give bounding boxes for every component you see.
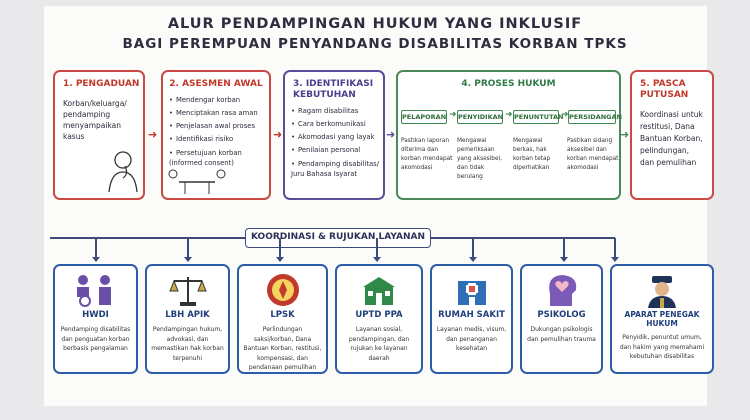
step-asesmen-awal: 2. ASESMEN AWAL Mendengar korban Mencipt…	[161, 70, 271, 200]
org-description: Perlindungan saksi/korban, Dana Bantuan …	[243, 326, 322, 371]
police-officer-icon	[612, 272, 712, 308]
step-text: Koordinasi untuk restitusi, Dana Bantuan…	[640, 110, 703, 167]
list-item: Ragam disabilitas	[291, 105, 383, 118]
phase-description: Pastikan laporan diterima dan korban men…	[401, 138, 453, 171]
org-name: UPTD PPA	[355, 310, 403, 320]
phase-pelaporan: PELAPORAN	[401, 110, 447, 124]
title-line-2: BAGI PEREMPUAN PENYANDANG DISABILITAS KO…	[122, 36, 628, 52]
arrow-right-icon: ➜	[148, 128, 158, 141]
phase-penuntutan: PENUNTUTAN	[513, 110, 563, 124]
step-text: Korban/keluarga/ pendamping menyampaikan…	[63, 99, 127, 141]
coordination-label: KOORDINASI & RUJUKAN LAYANAN	[245, 228, 431, 248]
step-title: 2. ASESMEN AWAL	[169, 79, 263, 89]
arrow-right-icon: ➜	[561, 110, 569, 120]
list-item: Penjelasan awal proses	[169, 120, 269, 133]
arrow-down-icon	[611, 238, 619, 262]
phase-penyidikan: PENYIDIKAN	[457, 110, 503, 124]
arrow-right-icon: ➜	[273, 128, 283, 141]
list-item: Pendamping disabilitas/ Juru Bahasa Isya…	[291, 159, 383, 179]
scales-icon	[147, 272, 228, 308]
org-rumah-sakit: RUMAH SAKIT Layanan medis, visum, dan pe…	[430, 264, 513, 374]
arrow-down-icon	[276, 238, 284, 262]
list-item: Persetujuan korban (informed consent)	[169, 148, 269, 168]
thinking-person-icon	[108, 151, 138, 192]
hospital-icon	[432, 272, 511, 308]
org-name: LPSK	[270, 310, 295, 320]
building-icon	[337, 272, 421, 308]
step-title: 1. PENGADUAN	[63, 79, 140, 89]
phase-description: Mengawal pemeriksaan yang aksesibel, dan…	[457, 138, 503, 180]
arrow-down-icon	[373, 238, 381, 262]
head-heart-icon	[522, 272, 601, 308]
wheelchair-people-icon	[55, 272, 136, 308]
arrow-right-icon: ➜	[449, 110, 457, 120]
step-pasca-putusan: 5. PASCA PUTUSAN Koordinasi untuk restit…	[630, 70, 714, 200]
arrow-right-icon: ➜	[386, 128, 396, 141]
list-item: Identifikasi risiko	[169, 133, 269, 146]
step-title: 5. PASCA PUTUSAN	[640, 79, 689, 100]
phase-description: Pastikan sidang aksesibel dan korban men…	[567, 138, 619, 171]
step-pengaduan: 1. PENGADUAN Korban/keluarga/ pendamping…	[53, 70, 145, 200]
org-description: Pendamping disabilitas dan penguatan kor…	[60, 326, 131, 352]
org-description: Layanan medis, visum, dan penanganan kes…	[436, 326, 507, 352]
list-item: Mendengar korban	[169, 94, 269, 107]
org-aparat-penegak-hukum: APARAT PENEGAK HUKUM Penyidik, penuntut …	[610, 264, 714, 374]
step-items: Mendengar korban Menciptakan rasa aman P…	[169, 94, 269, 168]
org-uptd-ppa: UPTD PPA Layanan sosial, pendampingan, d…	[335, 264, 423, 374]
step-proses-hukum: 4. PROSES HUKUM	[396, 70, 621, 200]
org-lpsk: LPSK Perlindungan saksi/korban, Dana Ban…	[237, 264, 328, 374]
phase-persidangan: PERSIDANGAN	[568, 110, 622, 124]
org-psikolog: PSIKOLOG Dukungan psikologis dan pemulih…	[520, 264, 603, 374]
org-description: Penyidik, penuntut umum, dan hakim yang …	[619, 334, 705, 360]
arrow-right-icon: ➜	[620, 128, 630, 141]
org-name: LBH APIK	[165, 310, 210, 320]
arrow-right-icon: ➜	[505, 110, 513, 120]
title-line-1: ALUR PENDAMPINGAN HUKUM YANG INKLUSIF	[167, 16, 583, 32]
list-item: Menciptakan rasa aman	[169, 107, 269, 120]
arrow-down-icon	[184, 238, 192, 262]
org-name: RUMAH SAKIT	[438, 310, 505, 320]
org-name: PSIKOLOG	[537, 310, 586, 320]
step-items: Ragam disabilitas Cara berkomunikasi Ako…	[291, 105, 383, 179]
arrow-down-icon	[560, 238, 568, 262]
lpsk-emblem-icon	[239, 272, 326, 308]
org-description: Layanan sosial, pendampingan, dan rujuka…	[348, 326, 410, 362]
phase-description: Mengawal berkas, hak korban tetap diperh…	[513, 138, 551, 171]
step-title: 4. PROSES HUKUM	[461, 79, 556, 89]
step-identifikasi-kebutuhan: 3. IDENTIFIKASI KEBUTUHAN Ragam disabili…	[283, 70, 385, 200]
org-name: APARAT PENEGAK HUKUM	[624, 310, 700, 328]
list-item: Penilaian personal	[291, 144, 383, 157]
step-title: 3. IDENTIFIKASI KEBUTUHAN	[293, 79, 374, 100]
org-name: HWDI	[82, 310, 109, 320]
consultation-table-icon	[168, 169, 226, 194]
org-description: Dukungan psikologis dan pemulihan trauma	[527, 326, 596, 343]
list-item: Cara berkomunikasi	[291, 118, 383, 131]
arrow-down-icon	[469, 238, 477, 262]
arrow-down-icon	[92, 238, 100, 262]
org-lbh-apik: LBH APIK Pendampingan hukum, advokasi, d…	[145, 264, 230, 374]
org-description: Pendampingan hukum, advokasi, dan memast…	[151, 326, 224, 362]
org-hwdi: HWDI Pendamping disabilitas dan penguata…	[53, 264, 138, 374]
list-item: Akomodasi yang layak	[291, 131, 383, 144]
